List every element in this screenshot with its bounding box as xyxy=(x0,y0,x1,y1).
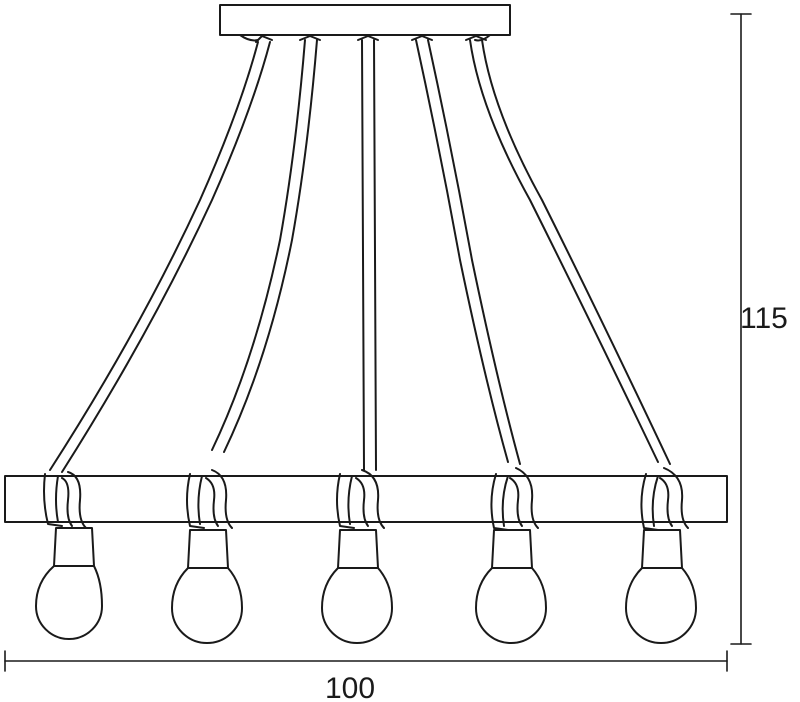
bulb-5 xyxy=(625,529,697,644)
cable-wrap-2 xyxy=(186,469,233,529)
width-label: 100 xyxy=(325,672,375,702)
bulb-1 xyxy=(35,527,103,640)
cable-wrap-1 xyxy=(43,471,87,529)
width-dimension: 100 xyxy=(4,650,728,702)
cable-1 xyxy=(49,35,273,473)
cable-2 xyxy=(211,35,321,453)
bulbs xyxy=(35,527,697,644)
ceiling-canopy xyxy=(219,4,511,42)
bulb-3 xyxy=(321,529,393,644)
height-dimension: 115 xyxy=(730,13,788,645)
cable-5 xyxy=(465,35,671,465)
cable-wrap-4 xyxy=(490,467,539,531)
suspension-cables xyxy=(49,35,671,473)
bulb-4 xyxy=(475,529,547,644)
wooden-beam xyxy=(4,475,728,523)
height-label: 115 xyxy=(740,302,788,335)
cable-wrap-5 xyxy=(640,467,689,531)
bulb-2 xyxy=(171,529,243,644)
cable-wraps xyxy=(43,467,689,531)
cable-wrap-3 xyxy=(336,469,385,529)
cable-4 xyxy=(411,35,521,465)
cable-3 xyxy=(357,35,379,471)
